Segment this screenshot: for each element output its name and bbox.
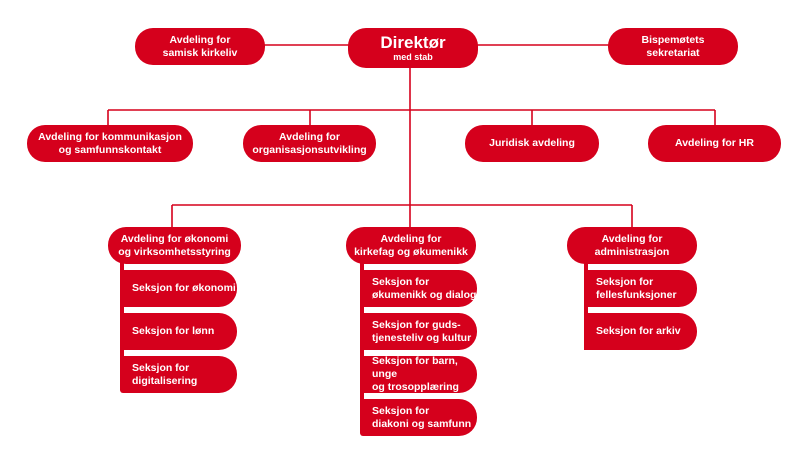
samisk-label: Avdeling for samisk kirkeliv: [162, 33, 238, 59]
okonomi-department-label: Avdeling for økonomi og virksomhetsstyri…: [118, 232, 231, 258]
section-box[interactable]: Seksjon for digitalisering: [120, 356, 237, 393]
section-box[interactable]: Seksjon for økumenikk og dialog: [360, 270, 477, 307]
section-box[interactable]: Seksjon for guds- tjenesteliv og kultur: [360, 313, 477, 350]
juridisk-label: Juridisk avdeling: [489, 137, 575, 149]
kirkefag-department-box[interactable]: Avdeling for kirkefag og økumenikk: [346, 227, 476, 264]
samisk-box[interactable]: Avdeling for samisk kirkeliv: [135, 28, 265, 65]
juridisk-box[interactable]: Juridisk avdeling: [465, 125, 599, 162]
organisasjon-box[interactable]: Avdeling for organisasjonsutvikling: [243, 125, 376, 162]
administrasjon-department-box[interactable]: Avdeling for administrasjon: [567, 227, 697, 264]
director-subtitle: med stab: [393, 52, 433, 62]
director-box[interactable]: Direktør med stab: [348, 28, 478, 68]
kommunikasjon-box[interactable]: Avdeling for kommunikasjon og samfunnsko…: [27, 125, 193, 162]
hr-label: Avdeling for HR: [675, 137, 754, 149]
director-title: Direktør: [380, 33, 446, 52]
section-box[interactable]: Seksjon for barn, unge og trosopplæring: [360, 355, 477, 393]
section-box[interactable]: Seksjon for arkiv: [584, 313, 697, 350]
organisasjon-label: Avdeling for organisasjonsutvikling: [252, 130, 367, 156]
bispemote-box[interactable]: Bispemøtets sekretariat: [608, 28, 738, 65]
administrasjon-department-label: Avdeling for administrasjon: [594, 232, 670, 258]
section-label: Seksjon for arkiv: [596, 325, 681, 337]
bispemote-label: Bispemøtets sekretariat: [641, 33, 705, 59]
section-label: Seksjon for fellesfunksjoner: [596, 275, 677, 301]
section-label: Seksjon for lønn: [132, 325, 215, 337]
okonomi-department-box[interactable]: Avdeling for økonomi og virksomhetsstyri…: [108, 227, 241, 264]
section-label: Seksjon for økumenikk og dialog: [372, 275, 477, 301]
section-label: Seksjon for digitalisering: [132, 361, 198, 387]
section-label: Seksjon for barn, unge og trosopplæring: [372, 355, 459, 393]
section-label: Seksjon for økonomi: [132, 282, 236, 294]
section-box[interactable]: Seksjon for økonomi: [120, 270, 237, 307]
section-box[interactable]: Seksjon for diakoni og samfunn: [360, 399, 477, 436]
section-box[interactable]: Seksjon for fellesfunksjoner: [584, 270, 697, 307]
kirkefag-department-label: Avdeling for kirkefag og økumenikk: [354, 232, 468, 258]
kommunikasjon-label: Avdeling for kommunikasjon og samfunnsko…: [38, 130, 182, 156]
section-box[interactable]: Seksjon for lønn: [120, 313, 237, 350]
section-label: Seksjon for diakoni og samfunn: [372, 404, 472, 430]
section-label: Seksjon for guds- tjenesteliv og kultur: [372, 318, 472, 344]
hr-box[interactable]: Avdeling for HR: [648, 125, 781, 162]
